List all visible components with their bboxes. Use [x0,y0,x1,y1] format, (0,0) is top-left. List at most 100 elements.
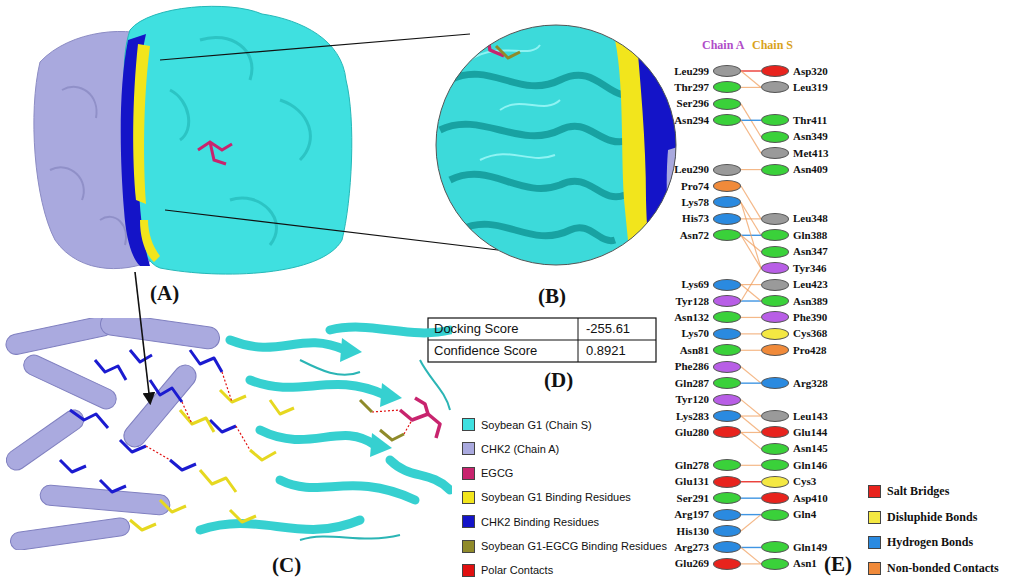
residue-oval [713,164,741,176]
residue-oval [713,180,741,192]
residue-node: Leu299 [674,65,741,78]
residue-node: Arg273 [674,541,741,554]
residue-oval [713,558,741,570]
zoom-line [165,210,498,250]
legend-swatch [462,442,475,455]
residue-node: Phe286 [675,360,741,373]
residue-node: Thr297 [674,81,741,94]
interaction-line [741,202,761,235]
residue-label: Phe286 [675,360,709,373]
legend-entry: CHK2 (Chain A) [462,442,559,455]
cartoon-view [2,318,450,550]
residue-node: Tyr346 [761,262,826,275]
residue-oval [713,81,741,93]
residue-oval [713,229,741,241]
legend-entry: Non-bonded Contacts [868,561,999,576]
residue-oval [713,328,741,340]
interaction-line [741,317,761,318]
residue-label: Phe390 [793,311,827,324]
residue-label: His130 [677,525,709,538]
residue-oval [713,344,741,356]
panel-label: (E) [824,552,852,577]
residue-label: Lys70 [681,327,709,340]
interaction-line [741,87,761,88]
residue-node: Glu269 [675,557,741,570]
residue-oval [713,98,741,110]
legend-swatch [462,467,475,480]
residue-node: Gln278 [675,459,741,472]
residue-label: Asn409 [793,163,828,176]
legend-text: Salt Bridges [887,484,949,499]
surface-render [34,6,352,274]
residue-label: Lys283 [676,410,709,423]
interaction-line [741,515,761,531]
interaction-line [741,465,761,466]
residue-node: Gln149 [761,541,827,554]
table-cell: -255.61 [586,321,630,336]
legend-entry: Salt Bridges [868,484,949,499]
chain-header: Chain S [752,38,793,53]
residue-node: Met413 [761,147,828,160]
interaction-line [741,563,761,564]
interaction-line [741,547,761,563]
legend-entry: Polar Contacts [462,564,553,577]
residue-oval [761,229,789,241]
interaction-line [741,415,761,416]
residue-oval [761,295,789,307]
legend-swatch [462,418,475,431]
residue-node: Leu348 [761,212,828,225]
residue-oval [761,213,789,225]
residue-node: Thr411 [761,114,827,127]
residue-node: Asp320 [761,65,828,78]
residue-label: Lys78 [681,196,709,209]
residue-node: Pro74 [681,180,741,193]
interaction-line [741,169,761,170]
legend-swatch [868,485,881,498]
residue-label: Asn145 [793,442,828,455]
residue-label: Asn1 [793,557,817,570]
residue-label: Arg328 [793,377,828,390]
residue-label: Gln4 [793,508,816,521]
residue-oval [761,246,789,258]
residue-node: Cys368 [761,327,827,340]
residue-label: Asn389 [793,295,828,308]
residue-label: Asn294 [674,114,709,127]
residue-label: Ser296 [677,97,709,110]
pointer-arrow [135,272,150,402]
residue-node: Glu144 [761,426,827,439]
legend-text: Soybean G1 Binding Residues [481,491,631,503]
residue-oval [713,492,741,504]
interaction-line [741,350,761,351]
residue-oval [713,509,741,521]
residue-oval [713,426,741,438]
residue-oval [761,476,789,488]
residue-oval [761,558,789,570]
residue-label: Gln278 [675,459,709,472]
residue-label: Ser291 [677,492,709,505]
interaction-line [741,120,761,121]
residue-oval [713,295,741,307]
residue-oval [713,377,741,389]
residue-oval [761,426,789,438]
residue-node: Lys78 [681,196,741,209]
interaction-line [741,71,761,87]
residue-label: Leu348 [793,212,828,225]
zoom-view [430,20,700,280]
residue-oval [713,65,741,77]
residue-node: Asn294 [674,114,741,127]
interaction-line [741,382,761,383]
panel-label: (C) [272,553,301,578]
residue-node: His130 [677,525,741,538]
residue-label: Leu143 [793,410,828,423]
residue-label: Thr297 [674,81,709,94]
interaction-line [741,497,761,498]
residue-oval [761,311,789,323]
residue-node: Asn132 [674,311,741,324]
residue-node: Lys69 [681,278,741,291]
residue-node: Arg197 [674,508,741,521]
residue-oval [761,410,789,422]
residue-node: Asn389 [761,295,828,308]
residue-node: Asn409 [761,163,828,176]
residue-oval [713,196,741,208]
interaction-line [741,218,761,219]
